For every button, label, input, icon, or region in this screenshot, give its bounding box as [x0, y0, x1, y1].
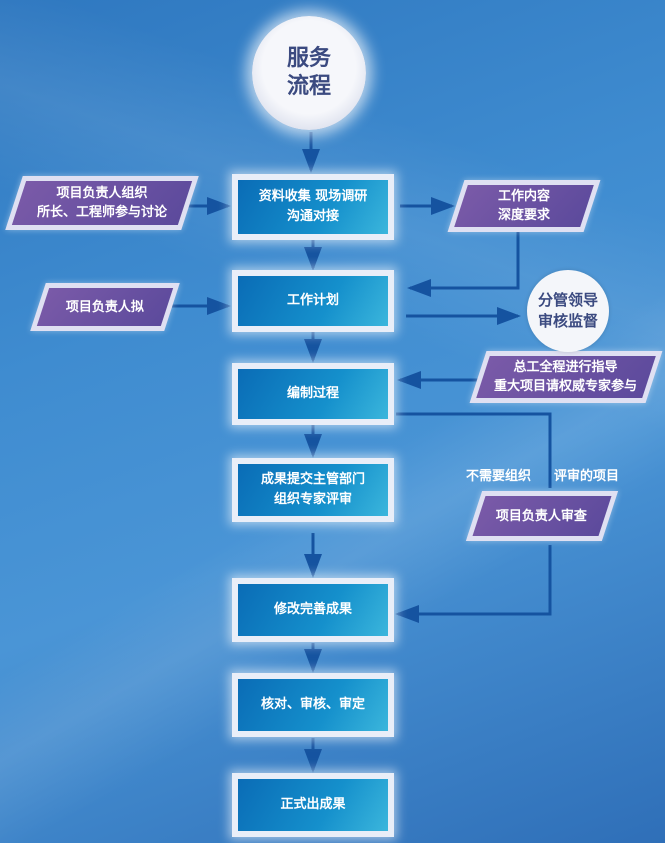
input-label: 项目负责人组织	[56, 186, 148, 201]
input-draft[interactable]: 项目负责人拟	[30, 283, 180, 331]
branch-label-left: 不需要组织	[466, 469, 532, 484]
step-label: 核对、审核、审定	[260, 697, 365, 712]
input-label: 总工全程进行指导	[513, 360, 618, 375]
step-label: 沟通对接	[286, 209, 339, 224]
step-label: 工作计划	[286, 293, 339, 308]
step-label: 修改完善成果	[273, 602, 352, 617]
step-data-collection[interactable]: 资料收集 现场调研沟通对接	[232, 174, 394, 240]
step-label: 正式出成果	[280, 797, 346, 812]
input-organize[interactable]: 项目负责人组织所长、工程师参与讨论	[5, 176, 199, 230]
input-review[interactable]: 项目负责人审查	[465, 491, 619, 541]
input-label: 项目负责人拟	[65, 299, 144, 315]
input-label: 深度要求	[497, 208, 550, 223]
branch-label-right: 评审的项目	[554, 469, 620, 484]
step-drafting[interactable]: 编制过程	[232, 363, 394, 425]
step-label: 组织专家评审	[273, 492, 352, 507]
step-verify[interactable]: 核对、审核、审定	[232, 673, 394, 737]
input-label: 所长、工程师参与讨论	[36, 205, 167, 220]
step-label: 编制过程	[286, 386, 339, 401]
input-guidance[interactable]: 总工全程进行指导重大项目请权威专家参与	[469, 351, 663, 403]
input-label: 项目负责人审查	[496, 508, 588, 524]
step-expert-review[interactable]: 成果提交主管部门组织专家评审	[232, 458, 394, 522]
supervision-circle: 分管领导 审核监督	[527, 270, 609, 352]
step-final-output[interactable]: 正式出成果	[232, 773, 394, 837]
step-revise[interactable]: 修改完善成果	[232, 578, 394, 642]
input-label: 工作内容	[497, 189, 550, 204]
input-requirements[interactable]: 工作内容深度要求	[447, 180, 601, 232]
supervision-label: 分管领导	[537, 291, 598, 309]
title-line2: 流程	[286, 74, 331, 99]
step-label: 资料收集 现场调研	[258, 189, 368, 204]
title-line1: 服务	[286, 46, 331, 71]
step-work-plan[interactable]: 工作计划	[232, 270, 394, 332]
title-circle: 服务 流程	[252, 16, 366, 130]
input-label: 重大项目请权威专家参与	[494, 379, 638, 394]
supervision-label: 审核监督	[537, 312, 598, 330]
step-label: 成果提交主管部门	[260, 472, 365, 487]
